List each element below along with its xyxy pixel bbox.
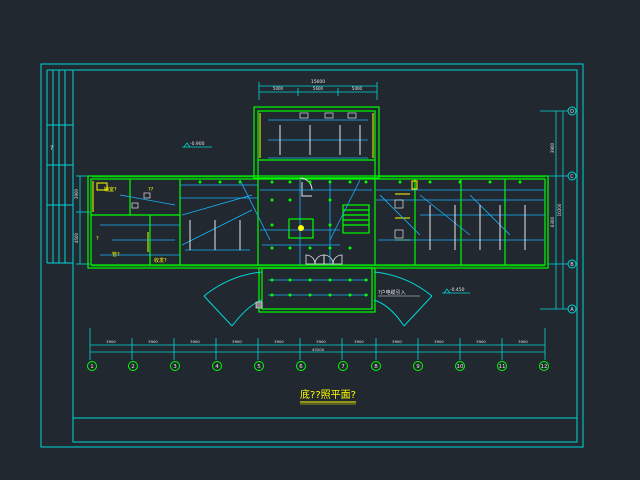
bottom-dim-seg-3: 3900 [190, 339, 200, 344]
top-dim-seg-3: 5000 [352, 86, 363, 91]
row-axis-C: C [570, 174, 574, 180]
distribution-panel [298, 225, 304, 231]
col-axis-4: 4 [215, 364, 219, 370]
right-dim-total: 10200 [557, 203, 562, 216]
elevation-text-1: -0.900 [190, 141, 205, 147]
row-axis-A: A [570, 307, 574, 313]
sheet-border [40, 63, 584, 448]
col-axis-12: 12 [541, 364, 548, 370]
column-axis-labels: 1 2 3 4 5 6 7 8 9 10 11 12 [90, 364, 547, 370]
bottom-dim-seg-9: 3900 [434, 339, 444, 344]
top-dim-total: 15600 [311, 79, 325, 85]
row-axis-B: B [570, 262, 574, 268]
bottom-dim-seg-8: 3900 [392, 339, 402, 344]
right-dimension [540, 110, 568, 310]
bottom-dim-seg-7: 3900 [354, 339, 364, 344]
doors-windows [92, 113, 418, 252]
entry-doors [305, 254, 343, 265]
elevation-text-2: -0.450 [450, 287, 465, 293]
bottom-dim-total: 43200 [312, 347, 325, 352]
right-dim-seg-1: 3900 [550, 142, 555, 153]
bottom-dimension [89, 328, 546, 360]
col-axis-8: 8 [374, 364, 378, 370]
room-label-4: 管? [112, 251, 120, 258]
elevation-mark-1 [182, 142, 212, 148]
left-dim-seg-2: 4500 [74, 232, 79, 243]
room-label-3: ? [96, 236, 99, 242]
wiring [100, 119, 545, 296]
room-label-2: ?? [148, 187, 154, 193]
row-axis-D: D [570, 109, 574, 115]
top-dim-seg-2: 5600 [313, 86, 324, 91]
col-axis-6: 6 [299, 364, 303, 370]
bottom-dim-seg-1: 3900 [106, 339, 116, 344]
top-dimension [258, 82, 378, 100]
drawing-border [72, 69, 578, 443]
col-axis-11: 11 [499, 364, 506, 370]
wall-hatch [92, 176, 545, 269]
top-dim-seg-1: 5000 [273, 86, 284, 91]
left-dim-seg-1: 3900 [74, 188, 79, 199]
side-text: ? [50, 145, 53, 152]
bottom-dim-seg-5: 3900 [274, 339, 284, 344]
drawing-title: 底??照平面? [300, 388, 356, 401]
col-axis-9: 9 [416, 364, 420, 370]
room-label-5: 收发? [154, 257, 167, 264]
col-axis-5: 5 [257, 364, 261, 370]
col-axis-2: 2 [131, 364, 135, 370]
bottom-dim-seg-6: 3900 [316, 339, 326, 344]
light-points [198, 180, 522, 297]
bottom-dim-seg-10: 3900 [476, 339, 486, 344]
bottom-dim-seg-4: 3900 [232, 339, 242, 344]
light-fixtures [189, 125, 526, 250]
walls [87, 106, 549, 313]
row-axis-bubbles [567, 106, 577, 314]
binding-strip [46, 69, 73, 264]
bottom-dim-seg-2: 3900 [148, 339, 158, 344]
col-axis-7: 7 [341, 364, 345, 370]
col-axis-3: 3 [173, 364, 177, 370]
col-axis-10: 10 [457, 364, 464, 370]
elevation-mark-2 [442, 288, 470, 294]
entrance-canopy [203, 271, 433, 327]
col-axis-1: 1 [90, 364, 94, 370]
room-label-1: 辅室? [104, 186, 117, 193]
cable-note: ?户电缆引入 [378, 289, 406, 296]
bottom-dim-seg-11: 3900 [518, 339, 528, 344]
right-dim-seg-2: 6300 [550, 216, 555, 227]
sockets [131, 112, 404, 309]
column-axis-bubbles [87, 361, 549, 371]
